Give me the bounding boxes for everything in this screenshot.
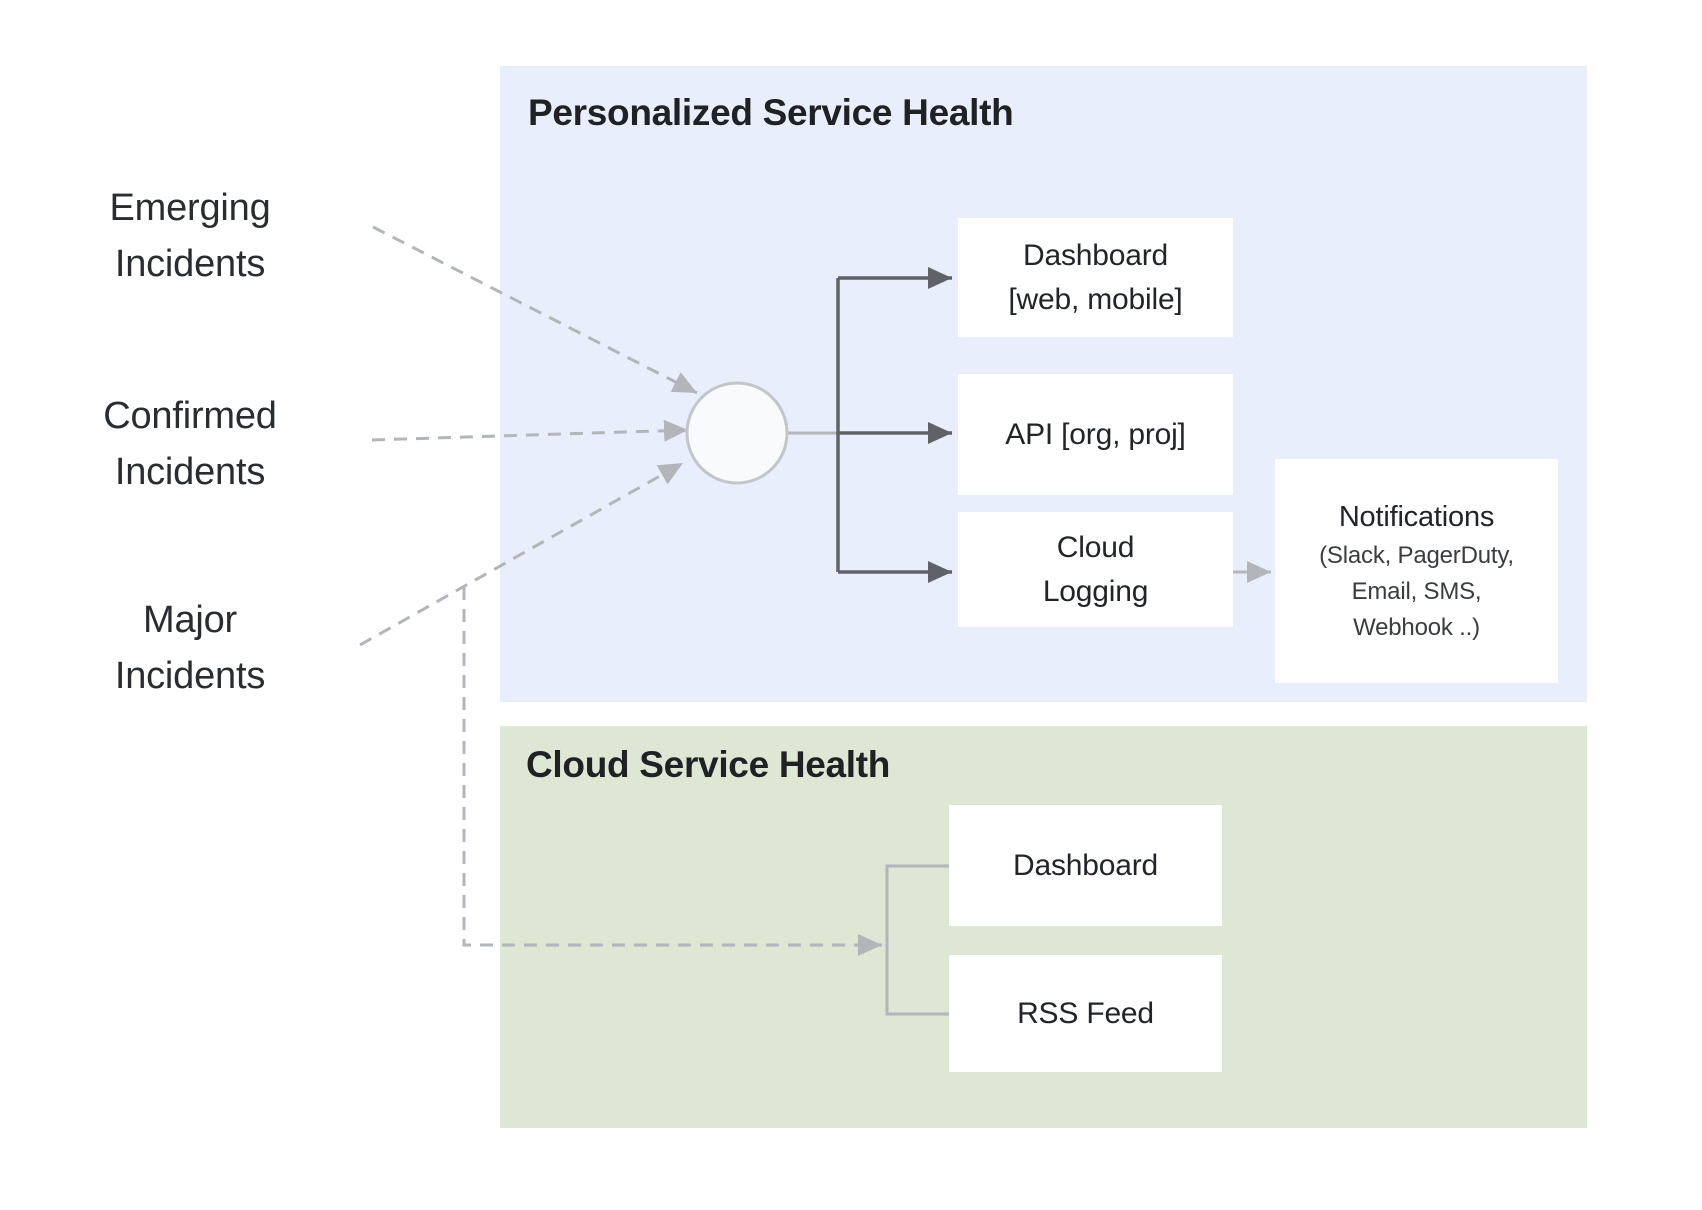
- notifications-title: Notifications: [1338, 501, 1495, 533]
- label-line: Emerging: [109, 187, 271, 229]
- box-notifications: Notifications (Slack, PagerDuty, Email, …: [1275, 459, 1558, 683]
- box-cloud-dashboard: Dashboard: [949, 805, 1222, 926]
- label-line: Incidents: [114, 451, 266, 493]
- personalized-panel-title: Personalized Service Health: [528, 92, 1014, 133]
- box-cloud-logging: Cloud Logging: [958, 512, 1233, 627]
- label-line: Incidents: [114, 655, 266, 697]
- cloud-panel-title: Cloud Service Health: [526, 744, 891, 785]
- label-emerging-incidents: Emerging Incidents: [40, 180, 340, 292]
- box-text-line: Logging: [1042, 574, 1149, 608]
- box-text-line: RSS Feed: [1017, 996, 1154, 1030]
- notifications-sub-line: Email, SMS,: [1351, 578, 1482, 605]
- box-text-line: Cloud: [1056, 530, 1135, 564]
- box-api-org-proj: API [org, proj]: [958, 374, 1233, 495]
- label-line: Major: [142, 599, 238, 641]
- label-major-incidents: Major Incidents: [40, 592, 340, 704]
- label-line: Incidents: [114, 243, 266, 285]
- label-line: Confirmed: [103, 395, 277, 437]
- notifications-sub-line: Webhook ..): [1353, 614, 1480, 641]
- label-confirmed-incidents: Confirmed Incidents: [40, 388, 340, 500]
- box-dashboard-web-mobile: Dashboard [web, mobile]: [958, 218, 1233, 337]
- notifications-sub-line: (Slack, PagerDuty,: [1319, 542, 1514, 569]
- box-text-line: Dashboard: [1013, 848, 1158, 882]
- box-text-line: Dashboard: [1023, 238, 1168, 272]
- box-text-line: API [org, proj]: [1005, 417, 1186, 451]
- box-rss-feed: RSS Feed: [949, 955, 1222, 1072]
- box-text-line: [web, mobile]: [1008, 282, 1183, 316]
